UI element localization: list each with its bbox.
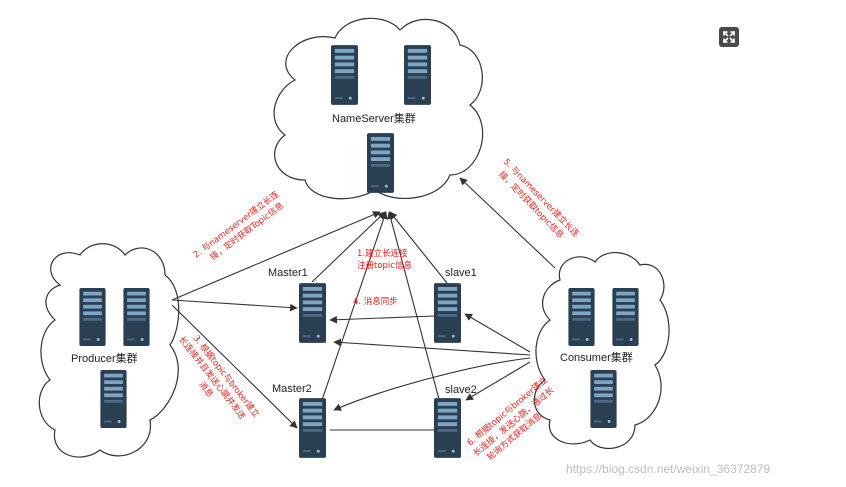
producer-server-icon bbox=[100, 370, 127, 428]
sync-slave1-master1-arrow bbox=[329, 315, 435, 324]
slave1-server-icon bbox=[434, 283, 461, 343]
step5-line1: 5. 与nameserver建立长连 bbox=[501, 156, 582, 239]
nameserver-server-icon bbox=[367, 133, 394, 193]
consumer-to-nameserver-arrow bbox=[459, 177, 556, 269]
consumer-to-master1-arrow bbox=[333, 338, 531, 356]
step2-line1: 2. 与nameserver建立长连 bbox=[191, 189, 281, 261]
watermark: https://blog.csdn.net/weixin_36372879 bbox=[566, 462, 770, 476]
slave1-register-arrow bbox=[389, 211, 448, 284]
slave2-label: slave2 bbox=[445, 384, 477, 396]
producer-to-nameserver-arrow bbox=[171, 211, 381, 301]
consumer-label: Consumer集群 bbox=[560, 350, 633, 364]
step4-label: 4. 消息同步 bbox=[353, 296, 398, 307]
nameserver-server-icon bbox=[331, 45, 358, 105]
slave2-register-arrow bbox=[387, 211, 441, 404]
step1-line1: 1.建立长连接 bbox=[357, 248, 408, 259]
producer-label: Producer集群 bbox=[71, 351, 138, 365]
master2-label: Master2 bbox=[272, 383, 312, 395]
expand-button[interactable] bbox=[719, 27, 739, 47]
nameserver-server-icon bbox=[404, 45, 431, 105]
consumer-server-icon bbox=[612, 288, 639, 346]
master1-server-icon bbox=[299, 283, 326, 343]
consumer-server-icon bbox=[590, 370, 617, 428]
consumer-to-master2-arrow bbox=[333, 357, 531, 411]
step1-line2: 注册topic信息 bbox=[357, 260, 412, 271]
consumer-server-icon bbox=[568, 288, 595, 346]
master1-register-arrow bbox=[311, 211, 386, 283]
master1-label: Master1 bbox=[268, 267, 308, 279]
consumer-to-slave2-arrow bbox=[465, 361, 531, 401]
master2-server-icon bbox=[299, 398, 326, 458]
producer-to-master1-arrow bbox=[171, 299, 298, 312]
slave1-label: slave1 bbox=[445, 267, 477, 279]
expand-icon bbox=[723, 31, 735, 43]
step3-line2: 长连接并且发送心跳并发送 bbox=[176, 334, 248, 422]
step3-line1: 3. 根据topic与broker建立 bbox=[191, 333, 262, 420]
slave2-server-icon bbox=[434, 398, 461, 458]
nameserver-label: NameServer集群 bbox=[332, 111, 416, 125]
step6-line2: 长连接，发送心跳，通过长 bbox=[471, 384, 557, 458]
producer-server-icon bbox=[79, 288, 106, 346]
step5-line2: 接，定时获取topic信息 bbox=[496, 169, 566, 241]
producer-to-master2-arrow bbox=[171, 304, 298, 429]
consumer-to-slave1-arrow bbox=[464, 313, 531, 353]
master2-register-arrow bbox=[321, 211, 388, 401]
producer-server-icon bbox=[123, 288, 150, 346]
